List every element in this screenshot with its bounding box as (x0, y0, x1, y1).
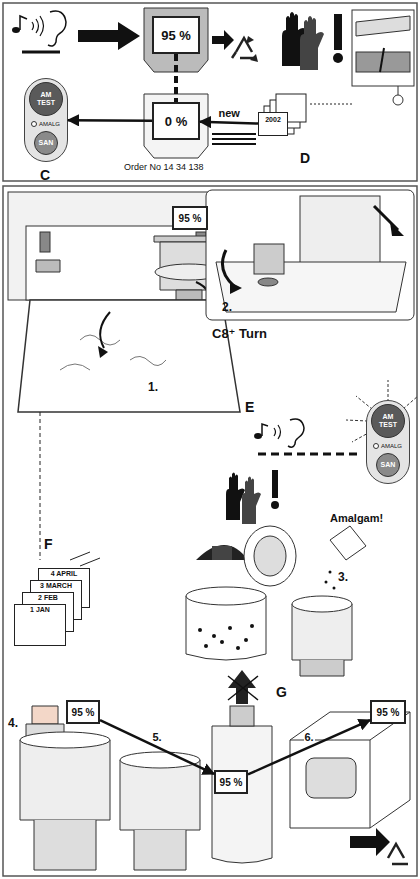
calendar-card: 2002 (258, 112, 288, 136)
cartridge-level: 95 % (214, 770, 248, 794)
node-text: 4 APRIL (51, 570, 78, 577)
node-text: AM TEST (378, 413, 398, 429)
test-button: AM TEST (371, 404, 405, 438)
inset-caption: C8⁺ Turn (212, 326, 267, 341)
step-number: 4. (8, 716, 18, 730)
cartridge-level: 0 %Order No 14 34 138 (152, 102, 200, 140)
node-text: 2 FEB (38, 594, 58, 601)
step-number: 2. (222, 300, 232, 314)
step-number: 1. (148, 380, 158, 394)
connector-label: new (218, 107, 241, 119)
step-number: 3. (338, 570, 348, 584)
indicator-label: AMALG (373, 443, 402, 449)
control-panel: AMALGCAM TESTSAN (24, 78, 68, 162)
calendar-card: 1 JAN (14, 604, 66, 646)
node-text: 95 % (161, 28, 191, 43)
node-text: 95 % (377, 707, 400, 718)
node-text: 95 % (179, 213, 202, 224)
connector-arrow (200, 122, 258, 124)
figure-letter: F (44, 536, 53, 552)
cartridge-level: 95 % (370, 700, 406, 724)
connector-label: 6. (304, 731, 315, 743)
node-text: 95 % (220, 777, 243, 788)
node-text: 2002 (259, 113, 287, 124)
cartridge-level: 95 % (66, 700, 100, 724)
connector-label: 5. (152, 731, 163, 743)
test-button: AM TEST (29, 82, 63, 116)
indicator-label: AMALG (31, 121, 60, 127)
node-text: 0 % (165, 114, 187, 129)
san-button: SAN (34, 131, 58, 155)
figure-letter: D (300, 150, 310, 166)
node-text: AM TEST (36, 91, 56, 107)
connector-arrow (248, 720, 370, 774)
control-panel: AMALGEAM TESTSAN (366, 400, 410, 484)
node-text: Order No 14 34 138 (124, 162, 204, 172)
connector-arrow (68, 119, 152, 122)
cartridge-level: 95 % (152, 16, 200, 54)
figure-letter: G (276, 684, 287, 700)
warning-note: Amalgam! (330, 512, 383, 524)
cartridge-level: 95 % (172, 206, 208, 230)
connector-arrow (100, 720, 214, 774)
connector-arrow (174, 54, 178, 102)
node-text: 1 JAN (30, 606, 50, 613)
san-button: SAN (376, 453, 400, 477)
node-text: SAN (39, 139, 54, 147)
node-text: 95 % (72, 707, 95, 718)
node-text: 3 MARCH (40, 582, 72, 589)
node-text: C (40, 167, 50, 183)
node-text: SAN (381, 461, 396, 469)
node-text: E (245, 399, 254, 415)
